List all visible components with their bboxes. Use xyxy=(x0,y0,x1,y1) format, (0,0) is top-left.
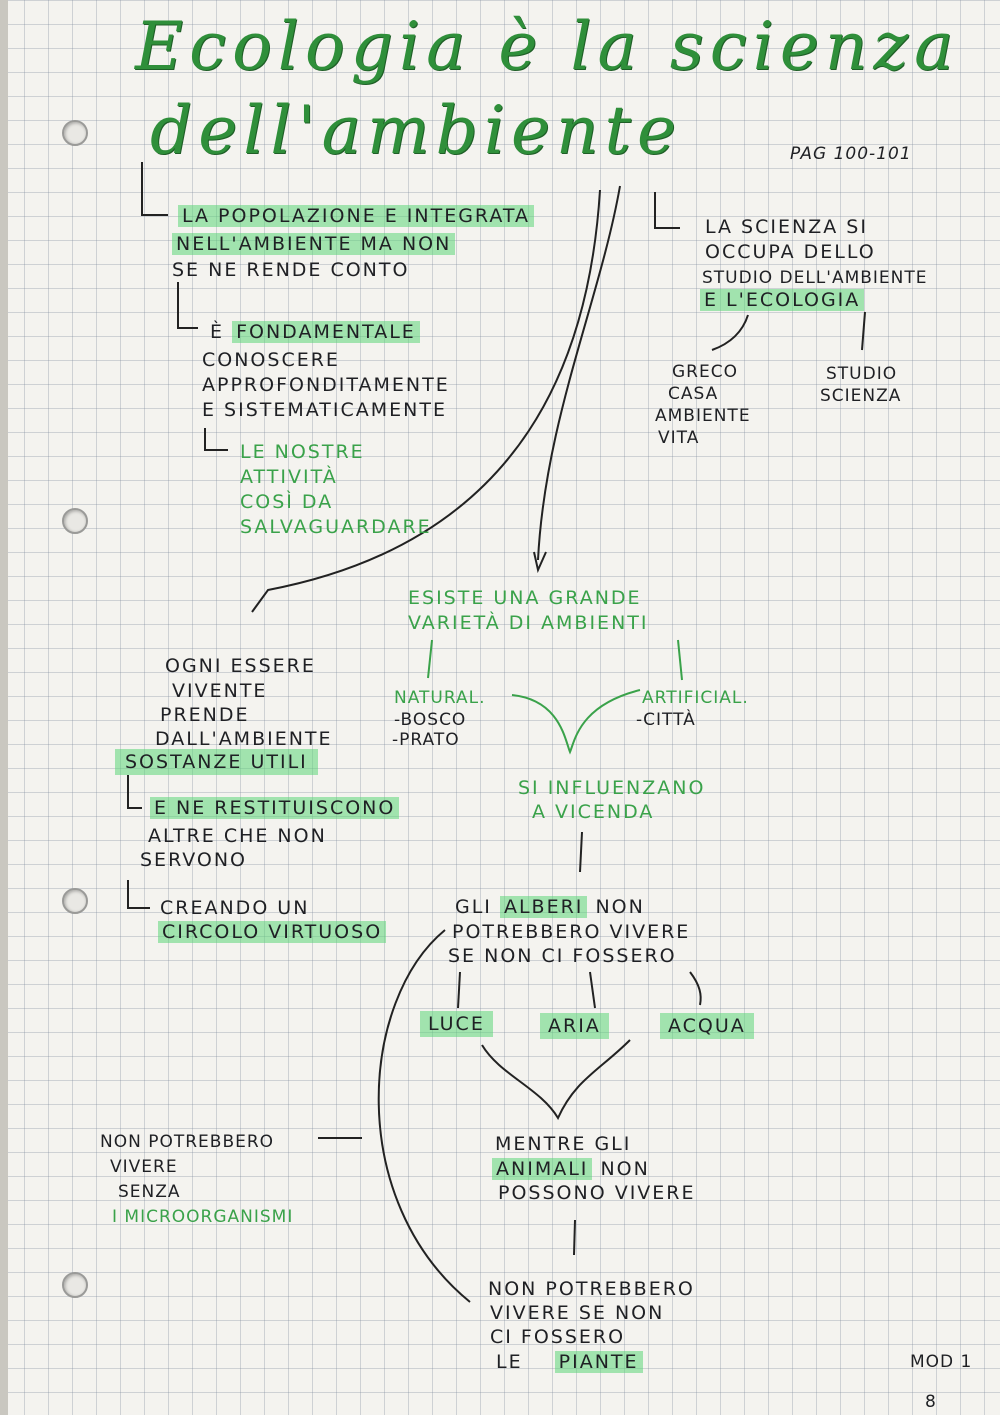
activities-line3: COSÌ DA xyxy=(240,491,334,513)
greek-line3: AMBIENTE xyxy=(655,406,751,426)
arrow-aria xyxy=(589,971,596,1009)
greek-line4: VITA xyxy=(658,428,700,448)
page-number: 8 xyxy=(925,1392,937,1412)
animals-line2: ANIMALI NON xyxy=(492,1157,650,1181)
arrow-acqua xyxy=(689,971,702,1006)
arrow-greek xyxy=(711,314,749,351)
arrow-artificial xyxy=(677,639,683,681)
arrow-bracket xyxy=(377,929,471,1303)
arrow-science xyxy=(654,192,680,229)
living-line4: DALL'AMBIENTE xyxy=(155,728,333,750)
population-line1: LA POPOLAZIONE E INTEGRATA xyxy=(178,204,535,228)
arrow-luce xyxy=(457,971,461,1009)
useful-substances: SOSTANZE UTILI xyxy=(115,749,318,775)
influence-line1: SI INFLUENZANO xyxy=(518,777,706,799)
living-line2: VIVENTE xyxy=(172,680,268,702)
arrow-population xyxy=(141,162,168,216)
creating-line: CREANDO UN xyxy=(160,897,310,919)
activities-line1: LE NOSTRE xyxy=(240,441,365,463)
binder-hole xyxy=(62,508,88,534)
know-line1: CONOSCERE xyxy=(202,349,340,371)
module-label: MOD 1 xyxy=(910,1352,973,1372)
page-title-line1: Ecologia è la scienza xyxy=(135,8,960,85)
plants-line1: NON POTREBBERO xyxy=(488,1278,695,1300)
greek-line2: CASA xyxy=(668,384,719,404)
science-line4: E L'ECOLOGIA xyxy=(700,288,865,312)
arrow-trees xyxy=(579,831,583,873)
arrow-study xyxy=(861,311,866,351)
binder-hole xyxy=(62,1272,88,1298)
living-line1: OGNI ESSERE xyxy=(165,655,316,677)
environments-line2: VARIETÀ DI AMBIENTI xyxy=(408,612,649,634)
trees-line1: GLI ALBERI NON xyxy=(455,896,645,918)
item-water: ACQUA xyxy=(660,1013,754,1039)
greek-line1: GRECO xyxy=(672,362,738,382)
natural-label: NATURAL. xyxy=(394,688,486,708)
environments-line1: ESISTE UNA GRANDE xyxy=(408,587,642,609)
arrowhead-environments xyxy=(533,551,547,574)
know-line2: APPROFONDITAMENTE xyxy=(202,374,450,396)
arrow-animals xyxy=(481,1039,631,1121)
others-line1: ALTRE CHE NON xyxy=(148,825,327,847)
others-line2: SERVONO xyxy=(140,849,248,871)
artificial-item-1: -CITTÀ xyxy=(636,710,696,730)
study-line1: STUDIO xyxy=(826,364,898,384)
micro-line4: I MICROORGANISMI xyxy=(112,1207,294,1227)
arrow-living xyxy=(251,189,601,613)
artificial-label: ARTIFICIAL. xyxy=(642,688,749,708)
natural-item-1: -BOSCO xyxy=(394,710,467,730)
influence-line2: A VICENDA xyxy=(532,801,655,823)
give-back-line: E NE RESTITUISCONO xyxy=(150,796,400,820)
page-title-line2: dell'ambiente xyxy=(150,92,683,169)
circle-line: CIRCOLO VIRTUOSO xyxy=(158,920,387,944)
living-line3: PRENDE xyxy=(160,704,250,726)
natural-item-2: -PRATO xyxy=(392,730,460,750)
plants-line4: LE PIANTE xyxy=(496,1350,643,1374)
binder-hole xyxy=(62,888,88,914)
arrow-environments xyxy=(537,185,621,561)
micro-line2: VIVERE xyxy=(110,1157,178,1177)
binder-hole xyxy=(62,120,88,146)
page-reference: PAG 100-101 xyxy=(790,144,912,164)
know-line3: E SISTEMATICAMENTE xyxy=(202,399,447,421)
science-line1: LA SCIENZA SI xyxy=(705,216,868,238)
fundamental-line: È FONDAMENTALE xyxy=(210,320,420,344)
item-light: LUCE xyxy=(420,1011,493,1037)
micro-line3: SENZA xyxy=(118,1182,181,1202)
population-line3: SE NE RENDE CONTO xyxy=(172,259,410,281)
arrow-activities xyxy=(204,428,228,451)
trees-line3: SE NON CI FOSSERO xyxy=(448,945,677,967)
study-line2: SCIENZA xyxy=(820,386,902,406)
arrow-give-back xyxy=(127,775,142,809)
arrow-plants xyxy=(573,1219,576,1256)
arrow-influence xyxy=(511,689,641,755)
activities-line2: ATTIVITÀ xyxy=(240,466,338,488)
page-edge xyxy=(0,0,8,1415)
activities-line4: SALVAGUARDARE xyxy=(240,516,432,538)
trees-line2: POTREBBERO VIVERE xyxy=(452,921,691,943)
micro-line1: NON POTREBBERO xyxy=(100,1132,275,1152)
science-line3: STUDIO DELL'AMBIENTE xyxy=(702,268,928,288)
animals-line3: POSSONO VIVERE xyxy=(498,1182,696,1204)
plants-line2: VIVERE SE NON xyxy=(490,1302,665,1324)
arrow-circle xyxy=(127,880,150,909)
science-line2: OCCUPA DELLO xyxy=(705,241,876,263)
item-air: ARIA xyxy=(540,1013,609,1039)
animals-line1: MENTRE GLI xyxy=(495,1133,632,1155)
population-line2: NELL'AMBIENTE MA NON xyxy=(172,232,456,256)
arrow-natural xyxy=(427,639,433,679)
plants-line3: CI FOSSERO xyxy=(490,1326,626,1348)
arrow-fundamental xyxy=(177,282,198,329)
